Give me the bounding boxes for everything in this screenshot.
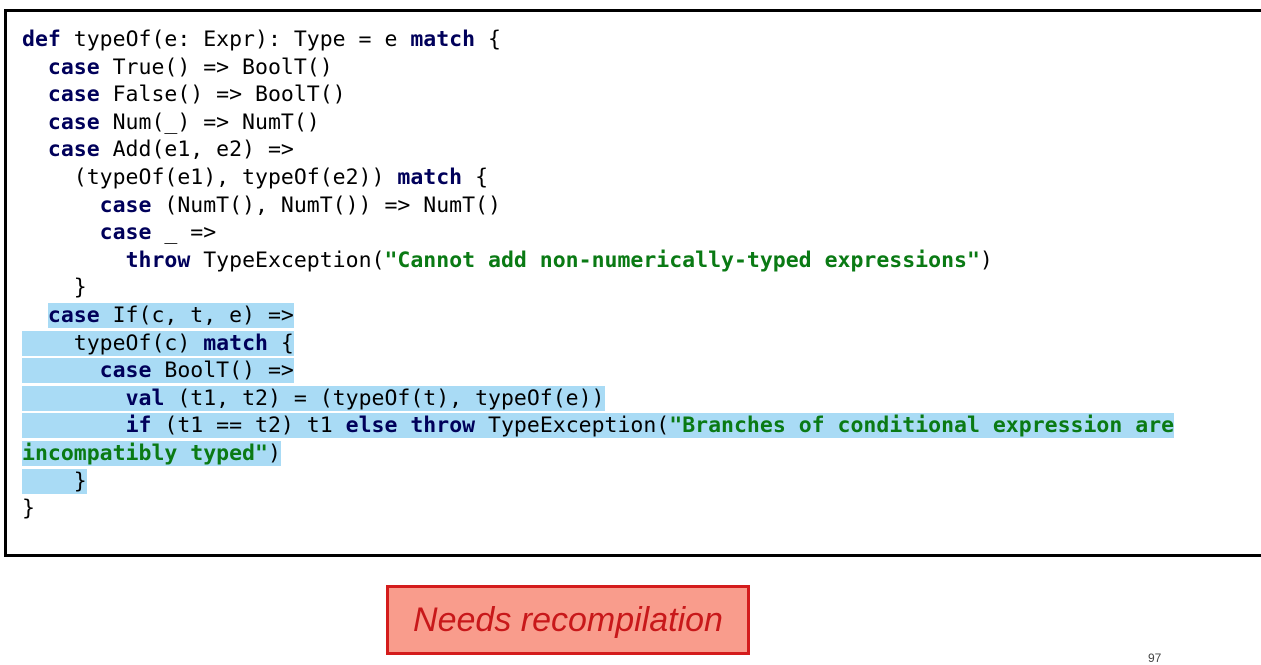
code-text: ) [267,440,281,466]
string-literal: "Cannot add non-numerically-typed expres… [384,247,980,273]
selected-code: case BoolT() => [22,358,294,384]
code-text: If(c, t, e) => [99,302,294,328]
keyword: def [22,27,61,52]
code-text: True() => BoolT() [99,54,333,80]
selected-code: typeOf(c) match { [22,330,294,356]
code-text: { [462,164,489,190]
keyword: throw [125,247,191,273]
selected-code: } [22,468,87,494]
code-line-12: typeOf(c) match { [22,330,1174,358]
code-line-2: case True() => BoolT() [22,54,1174,82]
code-line-5: case Add(e1, e2) => [22,136,1174,164]
code-line-17: } [22,468,1174,496]
keyword: match [410,27,476,52]
code-lines: def typeOf(e: Expr): Type = e match { ca… [22,26,1175,523]
code-text: TypeException( [190,247,385,273]
keyword: case [99,220,152,246]
code-text: _ => [151,220,217,246]
string-literal: incompatibly typed" [22,440,268,466]
keyword: case [47,54,100,80]
keyword: case [47,109,100,135]
keyword: case [99,192,152,218]
code-line-7: case (NumT(), NumT()) => NumT() [22,192,1174,220]
keyword: case [99,358,152,384]
code-line-3: case False() => BoolT() [22,81,1174,109]
code-text: Num(_) => NumT() [99,109,320,135]
keyword: case [47,137,100,163]
code-text: } [73,275,87,301]
code-text: (NumT(), NumT()) => NumT() [151,192,501,218]
code-line-14: val (t1, t2) = (typeOf(t), typeOf(e)) [22,385,1174,413]
selected-code: val (t1, t2) = (typeOf(t), typeOf(e)) [22,385,605,411]
code-line-15: if (t1 == t2) t1 else throw TypeExceptio… [22,412,1175,440]
keyword: match [397,164,463,190]
keyword: val [125,385,165,411]
code-text: typeOf(c) [73,330,204,356]
code-line-4: case Num(_) => NumT() [22,109,1174,137]
code-text [397,413,410,438]
needs-recompilation-banner: Needs recompilation [386,585,750,655]
code-line-16: incompatibly typed") [22,440,1174,468]
selected-code: incompatibly typed") [22,440,281,466]
code-line-6: (typeOf(e1), typeOf(e2)) match { [22,164,1174,192]
code-text: TypeException( [475,413,670,439]
code-text: Add(e1, e2) => [99,137,294,163]
code-line-11: case If(c, t, e) => [22,302,1174,330]
code-line-18: } [22,495,1174,523]
code-text: (typeOf(e1), typeOf(e2)) [73,164,398,190]
code-text: False() => BoolT() [99,82,346,108]
code-line-8: case _ => [22,219,1174,247]
code-text: (t1, t2) = (typeOf(t), typeOf(e)) [164,385,605,411]
code-text: { [475,27,501,52]
selected-code: case If(c, t, e) => [47,302,294,328]
page-number: 97 [1148,651,1162,665]
code-text: { [267,330,294,356]
code-line-9: throw TypeException("Cannot add non-nume… [22,247,1174,275]
code-line-1: def typeOf(e: Expr): Type = e match { [22,26,1174,54]
code-text: } [73,468,87,494]
code-text: typeOf(e: Expr): Type = e [60,27,411,52]
keyword: match [203,330,268,356]
code-listing: def typeOf(e: Expr): Type = e match { ca… [4,9,1261,557]
selected-code: if (t1 == t2) t1 else throw TypeExceptio… [22,413,1175,439]
keyword: throw [410,413,476,439]
keyword: case [47,302,100,328]
string-literal: "Branches of conditional expression are [669,413,1175,439]
code-text: ) [979,247,993,273]
keyword: if [125,413,152,439]
code-line-10: } [22,274,1174,302]
banner-label: Needs recompilation [413,600,723,639]
code-text: (t1 == t2) t1 [151,413,346,439]
code-text: BoolT() => [151,358,294,384]
keyword: case [47,82,100,108]
code-line-13: case BoolT() => [22,357,1174,385]
keyword: else [345,413,398,439]
code-text: } [22,496,35,522]
